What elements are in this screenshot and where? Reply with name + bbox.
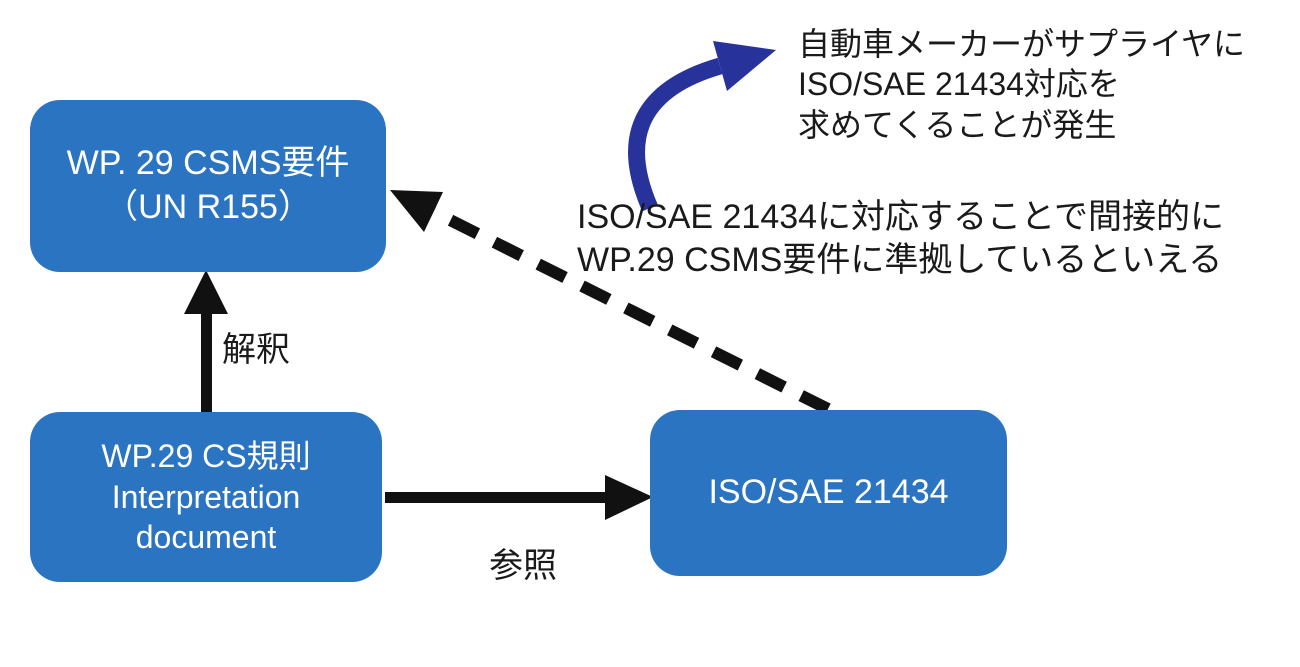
node-interpretation-document[interactable]: WP.29 CS規則 Interpretation document — [30, 412, 382, 582]
node-wp29-csms-line2: （UN R155） — [104, 188, 312, 226]
compliance-note-line2: WP.29 CSMS要件に準拠しているといえる — [577, 240, 1223, 279]
supplier-note-line3: 求めてくることが発生 — [798, 106, 1117, 143]
node-wp29-csms-line1: WP. 29 CSMS要件 — [66, 144, 350, 183]
curved-arrow-icon — [628, 41, 776, 212]
edge-label-reference: 参照 — [489, 547, 557, 585]
node-wp29-csms[interactable]: WP. 29 CSMS要件 （UN R155） — [30, 100, 386, 272]
node-iso-sae-21434[interactable]: ISO/SAE 21434 — [650, 410, 1007, 576]
compliance-note-line1: ISO/SAE 21434に対応することで間接的に — [577, 198, 1225, 236]
node-interpretation-line3: document — [135, 519, 277, 556]
edge-label-interpret: 解釈 — [222, 331, 290, 369]
reference-arrow — [385, 475, 653, 520]
supplier-note-line2: ISO/SAE 21434対応を — [798, 66, 1120, 103]
supplier-note-line1: 自動車メーカーがサプライヤに — [798, 26, 1246, 62]
node-interpretation-line2: Interpretation — [111, 478, 301, 515]
supplier-note: 自動車メーカーがサプライヤに ISO/SAE 21434対応を 求めてくることが… — [798, 24, 1245, 145]
compliance-note: ISO/SAE 21434に対応することで間接的に WP.29 CSMS要件に準… — [577, 196, 1224, 282]
node-iso-line1: ISO/SAE 21434 — [708, 473, 949, 512]
node-interpretation-line1: WP.29 CS規則 — [101, 437, 311, 474]
